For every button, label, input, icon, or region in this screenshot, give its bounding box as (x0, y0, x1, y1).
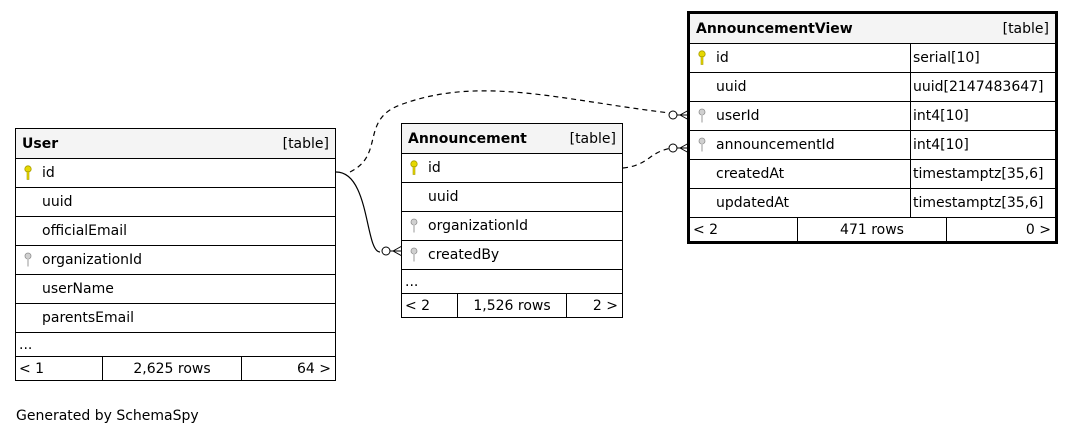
primary-key-icon (690, 50, 714, 66)
relation-announcement-announcementview (622, 147, 673, 169)
column-name: id (716, 50, 729, 66)
column-row[interactable]: createdAt timestamptz[35,6] (690, 160, 1055, 189)
column-row[interactable]: organizationId (402, 212, 622, 241)
column-row[interactable]: parentsEmail (16, 304, 335, 333)
column-row[interactable]: officialEmail (16, 217, 335, 246)
children-count[interactable]: 0 > (1025, 221, 1051, 238)
more-columns: ... (16, 333, 335, 357)
column-type: int4[10] (910, 102, 1055, 130)
table-name: Announcement (408, 130, 527, 147)
children-count[interactable]: 64 > (297, 360, 331, 377)
column-name: id (428, 160, 441, 176)
table-announcement[interactable]: Announcement [table] id uuid organizatio… (401, 123, 623, 318)
crows-foot-createdBy (381, 245, 403, 257)
column-row[interactable]: id serial[10] (690, 44, 1055, 73)
column-type: timestamptz[35,6] (910, 160, 1055, 188)
column-type: timestamptz[35,6] (910, 189, 1055, 217)
generated-by-caption: Generated by SchemaSpy (16, 408, 199, 424)
column-type: int4[10] (910, 131, 1055, 159)
column-name: organizationId (428, 218, 529, 234)
primary-key-icon (16, 165, 40, 181)
column-row[interactable]: uuid (402, 183, 622, 212)
parents-count[interactable]: < 1 (16, 357, 103, 380)
crows-foot-userId (668, 109, 690, 121)
column-type: uuid[2147483647] (910, 73, 1055, 101)
column-name: createdAt (716, 166, 785, 182)
table-footer: < 2 471 rows 0 > (690, 218, 1055, 241)
primary-key-icon (402, 160, 426, 176)
column-row[interactable]: userName (16, 275, 335, 304)
row-count: 471 rows (798, 218, 947, 241)
table-kind: [table] (1002, 20, 1049, 37)
table-kind: [table] (569, 130, 616, 147)
column-name: organizationId (42, 252, 143, 268)
column-name: userName (42, 281, 114, 297)
table-kind: [table] (282, 135, 329, 152)
column-name: officialEmail (42, 223, 127, 239)
column-row[interactable]: announcementId int4[10] (690, 131, 1055, 160)
column-name: id (42, 165, 55, 181)
row-count: 1,526 rows (458, 294, 567, 317)
column-name: uuid (428, 189, 459, 205)
table-header: User [table] (16, 129, 335, 159)
parents-count[interactable]: < 2 (690, 218, 798, 241)
foreign-key-icon (16, 252, 40, 268)
table-name: AnnouncementView (696, 20, 853, 37)
table-footer: < 2 1,526 rows 2 > (402, 294, 622, 317)
column-name: parentsEmail (42, 310, 135, 326)
column-name: uuid (42, 194, 73, 210)
column-type: serial[10] (910, 44, 1055, 72)
foreign-key-icon (402, 247, 426, 263)
table-header: AnnouncementView [table] (690, 14, 1055, 44)
table-user[interactable]: User [table] id uuid officialEmail organ… (15, 128, 336, 381)
foreign-key-icon (690, 108, 714, 124)
parents-count[interactable]: < 2 (402, 294, 458, 317)
column-name: createdBy (428, 247, 500, 263)
table-footer: < 1 2,625 rows 64 > (16, 357, 335, 380)
crows-foot-announcementId (668, 142, 690, 154)
column-name: announcementId (716, 137, 835, 153)
row-count: 2,625 rows (103, 357, 242, 380)
column-row[interactable]: organizationId (16, 246, 335, 275)
foreign-key-icon (402, 218, 426, 234)
column-name: updatedAt (716, 195, 790, 211)
children-count[interactable]: 2 > (592, 297, 618, 314)
relation-user-announcementview (349, 90, 671, 173)
column-row[interactable]: uuid uuid[2147483647] (690, 73, 1055, 102)
column-row[interactable]: userId int4[10] (690, 102, 1055, 131)
table-header: Announcement [table] (402, 124, 622, 154)
column-row[interactable]: id (402, 154, 622, 183)
foreign-key-icon (690, 137, 714, 153)
column-row[interactable]: createdBy (402, 241, 622, 270)
column-name: uuid (716, 79, 747, 95)
column-row[interactable]: updatedAt timestamptz[35,6] (690, 189, 1055, 218)
table-announcementview[interactable]: AnnouncementView [table] id serial[10] u… (687, 11, 1058, 244)
relation-user-announcement (335, 171, 381, 253)
column-row[interactable]: id (16, 159, 335, 188)
column-row[interactable]: uuid (16, 188, 335, 217)
more-columns: ... (402, 270, 622, 294)
table-name: User (22, 135, 59, 152)
column-name: userId (716, 108, 760, 124)
